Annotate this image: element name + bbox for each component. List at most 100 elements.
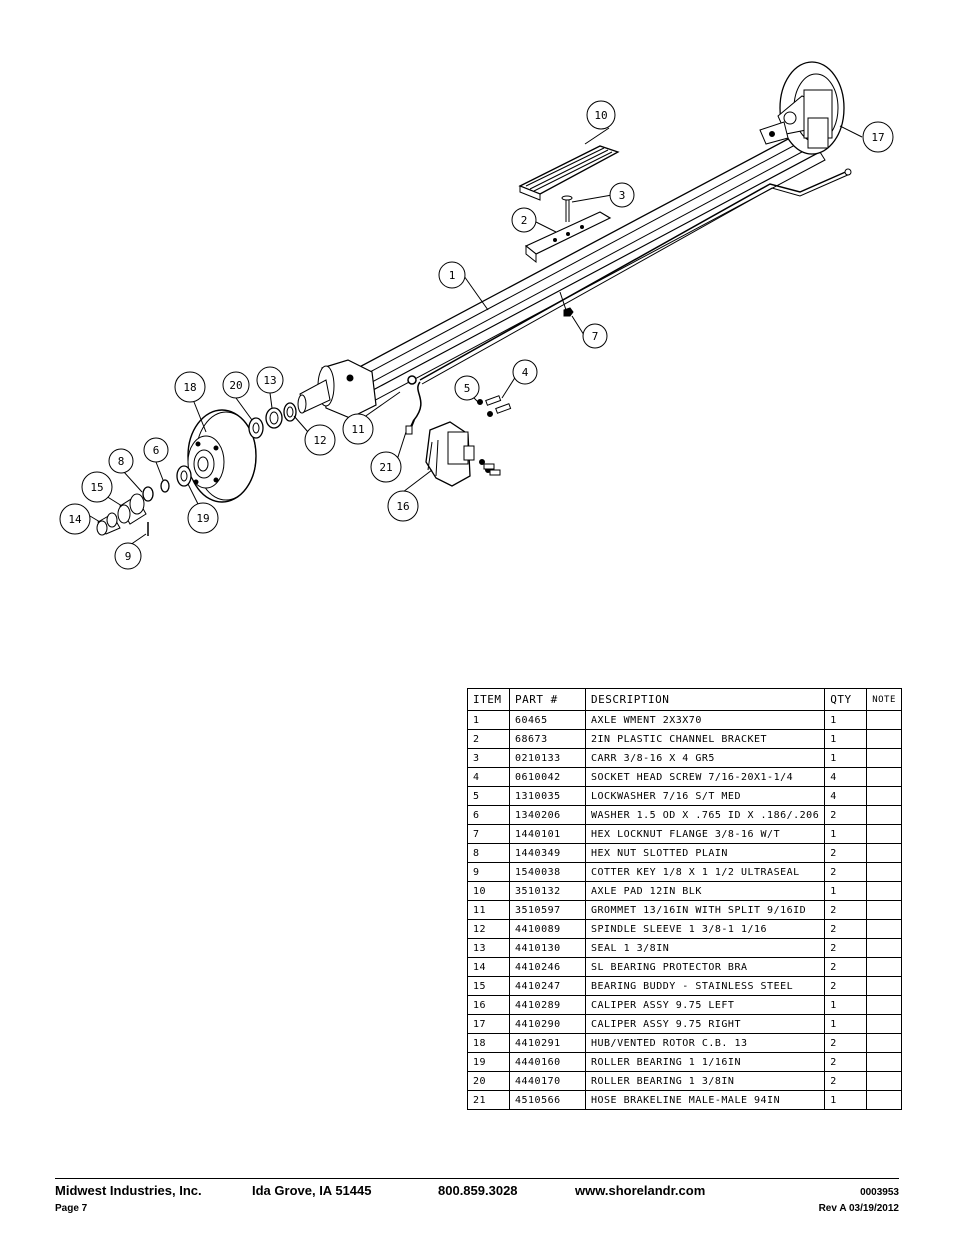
cell-part-number: 4410246 [509, 957, 586, 977]
cell-item: 8 [467, 843, 510, 863]
cell-part-number: 1310035 [509, 786, 586, 806]
cell-description: HEX LOCKNUT FLANGE 3/8-16 W/T [584, 824, 826, 844]
cell-note [866, 995, 902, 1015]
cell-part-number: 4410130 [509, 938, 586, 958]
cell-description: ROLLER BEARING 1 3/8IN [584, 1071, 826, 1091]
cell-part-number: 4410289 [509, 995, 586, 1015]
cell-description: AXLE PAD 12IN BLK [584, 881, 826, 901]
axle-tube [349, 129, 826, 405]
cell-description: CALIPER ASSY 9.75 LEFT [584, 995, 826, 1015]
callout-21: 21 [379, 461, 392, 474]
cell-item: 9 [467, 862, 510, 882]
cell-note [866, 1090, 902, 1110]
callout-19: 19 [196, 512, 209, 525]
cell-item: 14 [467, 957, 510, 977]
cell-part-number: 68673 [509, 729, 586, 749]
channel-bracket [524, 211, 612, 264]
cell-qty: 2 [824, 1052, 868, 1072]
cell-description: SEAL 1 3/8IN [584, 938, 826, 958]
cell-item: 13 [467, 938, 510, 958]
cell-description: CALIPER ASSY 9.75 RIGHT [584, 1014, 826, 1034]
cell-qty: 1 [824, 824, 868, 844]
cell-qty: 2 [824, 843, 868, 863]
axle-exploded-diagram: 10 3 2 1 7 17 4 5 11 21 16 18 20 13 12 6… [59, 61, 894, 570]
callout-14: 14 [68, 513, 82, 526]
cell-note [866, 976, 902, 996]
cell-note [866, 843, 902, 863]
brake-line [409, 168, 852, 429]
callout-8: 8 [118, 455, 125, 468]
cell-part-number: 60465 [509, 710, 586, 730]
cell-item: 6 [467, 805, 510, 825]
callout-7: 7 [592, 330, 599, 343]
table-header-row: ITEM PART # DESCRIPTION QTY NOTE [467, 688, 902, 711]
cell-part-number: 1440349 [509, 843, 586, 863]
callout-15: 15 [90, 481, 103, 494]
cell-note [866, 1033, 902, 1053]
cell-note [866, 919, 902, 939]
callout-2: 2 [521, 214, 528, 227]
hub-hardware [96, 479, 170, 536]
footer-divider [55, 1178, 899, 1179]
callout-11: 11 [351, 423, 364, 436]
axle-pad [518, 145, 620, 201]
cell-part-number: 4410247 [509, 976, 586, 996]
left-caliper [425, 421, 475, 487]
cell-note [866, 748, 902, 768]
cell-note [866, 862, 902, 882]
callout-13: 13 [263, 374, 276, 387]
cell-note [866, 1052, 902, 1072]
cell-item: 15 [467, 976, 510, 996]
cell-part-number: 4410290 [509, 1014, 586, 1034]
cell-qty: 1 [824, 729, 868, 749]
cell-qty: 1 [824, 1014, 868, 1034]
cell-qty: 1 [824, 710, 868, 730]
callout-1: 1 [449, 269, 456, 282]
footer-page: Page 7 [55, 1203, 88, 1214]
cell-note [866, 729, 902, 749]
cell-item: 18 [467, 1033, 510, 1053]
cell-note [866, 900, 902, 920]
callout-16: 16 [396, 500, 409, 513]
cell-description: SPINDLE SLEEVE 1 3/8-1 1/16 [584, 919, 826, 939]
hex-locknut [563, 307, 574, 317]
cell-item: 12 [467, 919, 510, 939]
cell-item: 20 [467, 1071, 510, 1091]
cell-description: HEX NUT SLOTTED PLAIN [584, 843, 826, 863]
cell-description: WASHER 1.5 OD X .765 ID X .186/.206 [584, 805, 826, 825]
callout-17: 17 [871, 131, 884, 144]
cell-item: 2 [467, 729, 510, 749]
cell-note [866, 881, 902, 901]
bearings-seals [176, 402, 297, 487]
callout-4: 4 [522, 366, 529, 379]
left-spindle-mount [297, 359, 417, 419]
cell-description: HUB/VENTED ROTOR C.B. 13 [584, 1033, 826, 1053]
header-part-number: PART # [509, 688, 586, 711]
cell-qty: 4 [824, 786, 868, 806]
callout-10: 10 [594, 109, 607, 122]
cell-qty: 2 [824, 919, 868, 939]
cell-part-number: 4410089 [509, 919, 586, 939]
callout-12: 12 [313, 434, 326, 447]
cell-part-number: 4410291 [509, 1033, 586, 1053]
callout-3: 3 [619, 189, 626, 202]
cell-note [866, 767, 902, 787]
cell-item: 7 [467, 824, 510, 844]
callout-6: 6 [153, 444, 160, 457]
cell-description: ROLLER BEARING 1 1/16IN [584, 1052, 826, 1072]
cell-note [866, 824, 902, 844]
cell-item: 16 [467, 995, 510, 1015]
cell-part-number: 3510132 [509, 881, 586, 901]
